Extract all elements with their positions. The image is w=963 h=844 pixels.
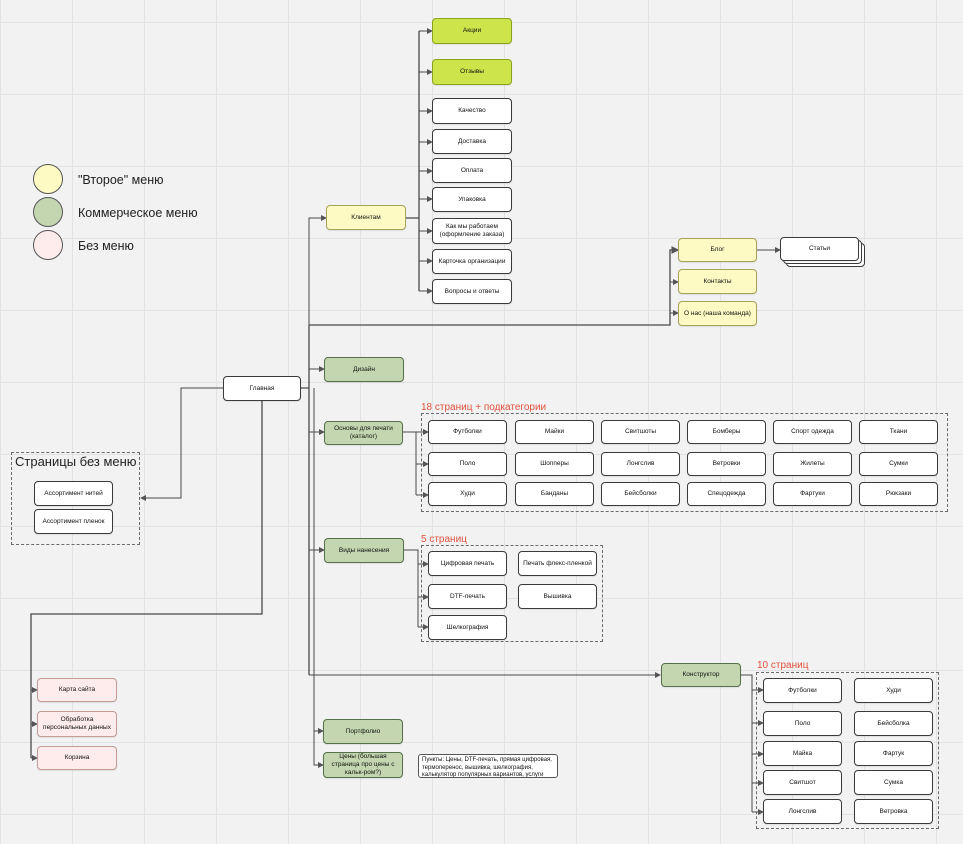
node-quality[interactable]: Качество xyxy=(432,98,512,124)
legend-label-commercial-menu: Коммерческое меню xyxy=(78,206,198,220)
legend-dot-second-menu xyxy=(33,164,63,194)
catalog-item[interactable]: Футболки xyxy=(428,420,507,444)
group-no-menu-title: Страницы без меню xyxy=(15,454,137,469)
catalog-item[interactable]: Шопперы xyxy=(515,452,594,476)
node-dtf-print[interactable]: DTF-печать xyxy=(428,584,507,609)
node-faq[interactable]: Вопросы и ответы xyxy=(432,279,512,304)
node-company-card[interactable]: Карточка организации xyxy=(432,249,512,274)
node-sitemap[interactable]: Карта сайта xyxy=(37,678,117,702)
constructor-item[interactable]: Майка xyxy=(763,741,842,766)
constructor-item[interactable]: Лонгслив xyxy=(763,799,842,824)
catalog-item[interactable]: Лонгслив xyxy=(601,452,680,476)
node-payment[interactable]: Оплата xyxy=(432,158,512,183)
node-constructor[interactable]: Конструктор xyxy=(661,663,741,687)
node-contacts[interactable]: Контакты xyxy=(678,269,757,294)
prices-note: Пункты: Цены, DTF-печать, прямая цифрова… xyxy=(418,754,558,778)
node-catalog[interactable]: Основы для печати (каталог) xyxy=(324,421,403,445)
node-film-assortment[interactable]: Ассортимент пленок xyxy=(34,509,113,534)
node-blog[interactable]: Блог xyxy=(678,238,757,262)
node-promotions[interactable]: Акции xyxy=(432,18,512,44)
catalog-item[interactable]: Свитшоты xyxy=(601,420,680,444)
node-digital-print[interactable]: Цифровая печать xyxy=(428,551,507,576)
methods-group-label: 5 страниц xyxy=(421,534,467,545)
node-design[interactable]: Дизайн xyxy=(324,357,404,382)
legend-dot-no-menu xyxy=(33,230,63,260)
group-methods xyxy=(421,545,603,642)
node-silkscreen[interactable]: Шелкография xyxy=(428,615,507,640)
constructor-item[interactable]: Свитшот xyxy=(763,770,842,795)
catalog-item[interactable]: Спорт одежда xyxy=(773,420,852,444)
node-cart[interactable]: Корзина xyxy=(37,746,117,770)
node-reviews[interactable]: Отзывы xyxy=(432,59,512,85)
catalog-item[interactable]: Майки xyxy=(515,420,594,444)
catalog-item[interactable]: Ткани xyxy=(859,420,938,444)
catalog-item[interactable]: Бейсболки xyxy=(601,482,680,506)
catalog-item[interactable]: Банданы xyxy=(515,482,594,506)
catalog-group-label: 18 страниц + подкатегории xyxy=(421,402,547,413)
node-embroidery[interactable]: Вышивка xyxy=(518,584,597,609)
legend-dot-commercial-menu xyxy=(33,197,63,227)
constructor-item[interactable]: Футболки xyxy=(763,678,842,703)
catalog-item[interactable]: Жилеты xyxy=(773,452,852,476)
catalog-item[interactable]: Спецодежда xyxy=(687,482,766,506)
legend-label-second-menu: "Второе" меню xyxy=(78,173,164,187)
node-main[interactable]: Главная xyxy=(223,376,301,401)
constructor-item[interactable]: Сумка xyxy=(854,770,933,795)
catalog-item[interactable]: Худи xyxy=(428,482,507,506)
group-no-menu xyxy=(11,452,140,545)
legend-label-no-menu: Без меню xyxy=(78,239,134,253)
catalog-item[interactable]: Рюкзаки xyxy=(859,482,938,506)
constructor-group-label: 10 страниц xyxy=(757,660,809,671)
node-methods[interactable]: Виды нанесения xyxy=(324,538,404,563)
node-portfolio[interactable]: Портфолио xyxy=(323,719,403,744)
constructor-item[interactable]: Фартук xyxy=(854,741,933,766)
catalog-item[interactable]: Поло xyxy=(428,452,507,476)
constructor-item[interactable]: Худи xyxy=(854,678,933,703)
constructor-item[interactable]: Поло xyxy=(763,711,842,736)
node-about[interactable]: О нас (наша команда) xyxy=(678,301,757,326)
node-thread-assortment[interactable]: Ассортимент нитей xyxy=(34,481,113,506)
node-prices[interactable]: Цены (большая страница про цены с кальк-… xyxy=(323,752,403,778)
constructor-item[interactable]: Бейсболка xyxy=(854,711,933,736)
node-how-we-work[interactable]: Как мы работаем (оформление заказа) xyxy=(432,218,512,244)
node-clients[interactable]: Клиентам xyxy=(326,205,406,230)
catalog-item[interactable]: Фартуки xyxy=(773,482,852,506)
node-packaging[interactable]: Упаковка xyxy=(432,187,512,212)
catalog-item[interactable]: Сумки xyxy=(859,452,938,476)
node-flex-print[interactable]: Печать флекс-пленкой xyxy=(518,551,597,576)
group-catalog xyxy=(421,413,948,512)
node-articles[interactable]: Статьи xyxy=(780,237,859,261)
group-constructor xyxy=(756,672,939,829)
catalog-item[interactable]: Бомберы xyxy=(687,420,766,444)
constructor-item[interactable]: Ветровка xyxy=(854,799,933,824)
catalog-item[interactable]: Ветровки xyxy=(687,452,766,476)
node-privacy[interactable]: Обработка персональных данных xyxy=(37,711,117,737)
node-delivery[interactable]: Доставка xyxy=(432,129,512,154)
